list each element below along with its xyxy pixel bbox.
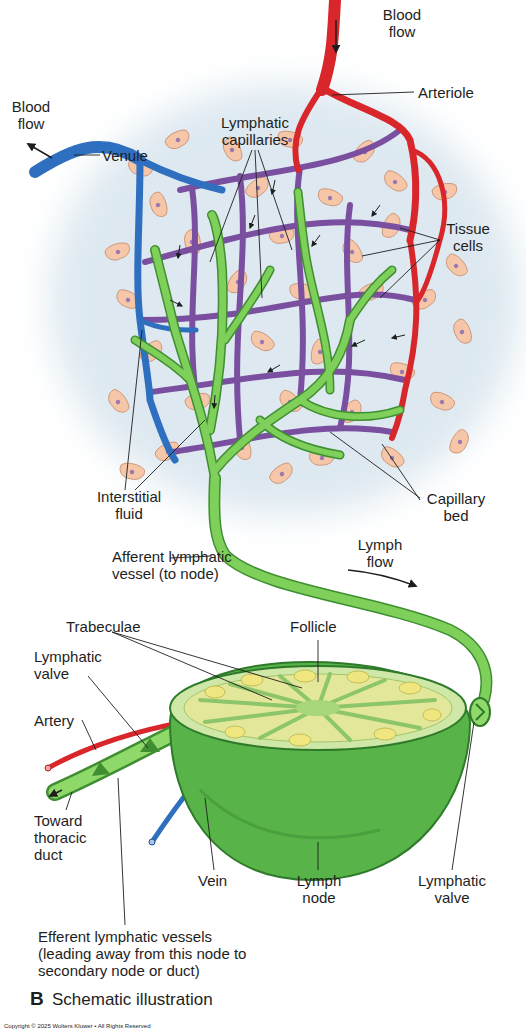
tissue-cell	[248, 329, 277, 355]
part-label: Afferent lymphatic vessel (to node)	[112, 548, 237, 582]
tissue-cell	[381, 168, 410, 195]
part-label: Lymphatic valve	[34, 648, 114, 682]
tissue-cell	[147, 191, 170, 220]
arteriole-vessel	[295, 0, 444, 438]
valve	[140, 738, 160, 752]
lymphatic-outline	[135, 192, 486, 700]
part-label: Toward thoracic duct	[34, 812, 114, 863]
fluid-flow-arrows	[170, 180, 405, 408]
tissue-cell	[316, 187, 344, 208]
arteriole-trunk	[322, 0, 335, 90]
part-label: Blood flow	[372, 6, 432, 40]
leader-lines	[66, 92, 474, 925]
vein-end	[149, 839, 155, 845]
blood-capillaries	[140, 130, 415, 452]
tissue-cell	[450, 317, 474, 346]
tissue-cell	[104, 240, 133, 263]
tissue-cell	[442, 251, 470, 279]
arteriole-branch	[412, 150, 445, 300]
venule-branch	[140, 160, 222, 190]
flow-arrow	[50, 790, 62, 796]
flow-arrow	[335, 20, 337, 52]
part-label: Capillary bed	[416, 490, 496, 524]
node-shading	[200, 790, 380, 838]
tissue-cell	[378, 444, 407, 471]
part-label: Lymph flow	[350, 536, 410, 570]
afferent-vessel-end	[470, 698, 490, 726]
capillary	[180, 130, 400, 190]
capillary	[140, 294, 415, 320]
part-label: Lymph node	[292, 872, 346, 906]
tissue-cell	[267, 460, 296, 488]
interstitial-haze	[50, 85, 520, 515]
part-label: Interstitial fluid	[84, 488, 174, 522]
lymph-node-body	[170, 662, 470, 880]
efferent-vessel	[55, 728, 185, 792]
part-label: B	[30, 988, 50, 1010]
valve	[476, 704, 484, 720]
part-label: Blood flow	[6, 98, 56, 132]
part-label: Arteriole	[418, 84, 508, 101]
part-label: Trabeculae	[66, 618, 176, 635]
venule-vessel	[35, 147, 222, 460]
tissue-cell	[428, 390, 457, 413]
node-medulla	[296, 700, 340, 716]
capillary	[145, 222, 410, 262]
part-label: Lymphatic capillaries	[205, 114, 305, 148]
figure-caption: Schematic illustration	[52, 990, 312, 1010]
tissue-cell	[163, 127, 192, 153]
flow-arrow	[28, 144, 52, 158]
part-label: Copyright © 2025 Wolters Kluwer • All Ri…	[4, 1023, 304, 1030]
part-label: Tissue cells	[438, 220, 498, 254]
tissue-cell	[119, 462, 146, 481]
part-label: Follicle	[290, 618, 370, 635]
part-label: Venule	[102, 147, 182, 164]
part-label: Artery	[34, 712, 104, 729]
part-label: Lymphatic valve	[412, 872, 492, 906]
arteriole-branch	[295, 88, 322, 170]
tissue-cell	[105, 387, 133, 416]
part-label: Vein	[198, 872, 248, 889]
flow-arrow	[348, 570, 416, 586]
arteriole-branch	[322, 88, 416, 240]
efferent-vessel-lumen	[55, 728, 185, 792]
tissue-cell	[447, 427, 471, 456]
follicles	[205, 670, 441, 746]
valve	[92, 762, 110, 776]
tissue-cell	[339, 237, 366, 266]
node-cortex	[184, 674, 452, 742]
artery-end	[45, 765, 51, 771]
part-label: Efferent lymphatic vessels (leading away…	[38, 928, 263, 979]
lymphatic-capillaries	[135, 192, 486, 700]
